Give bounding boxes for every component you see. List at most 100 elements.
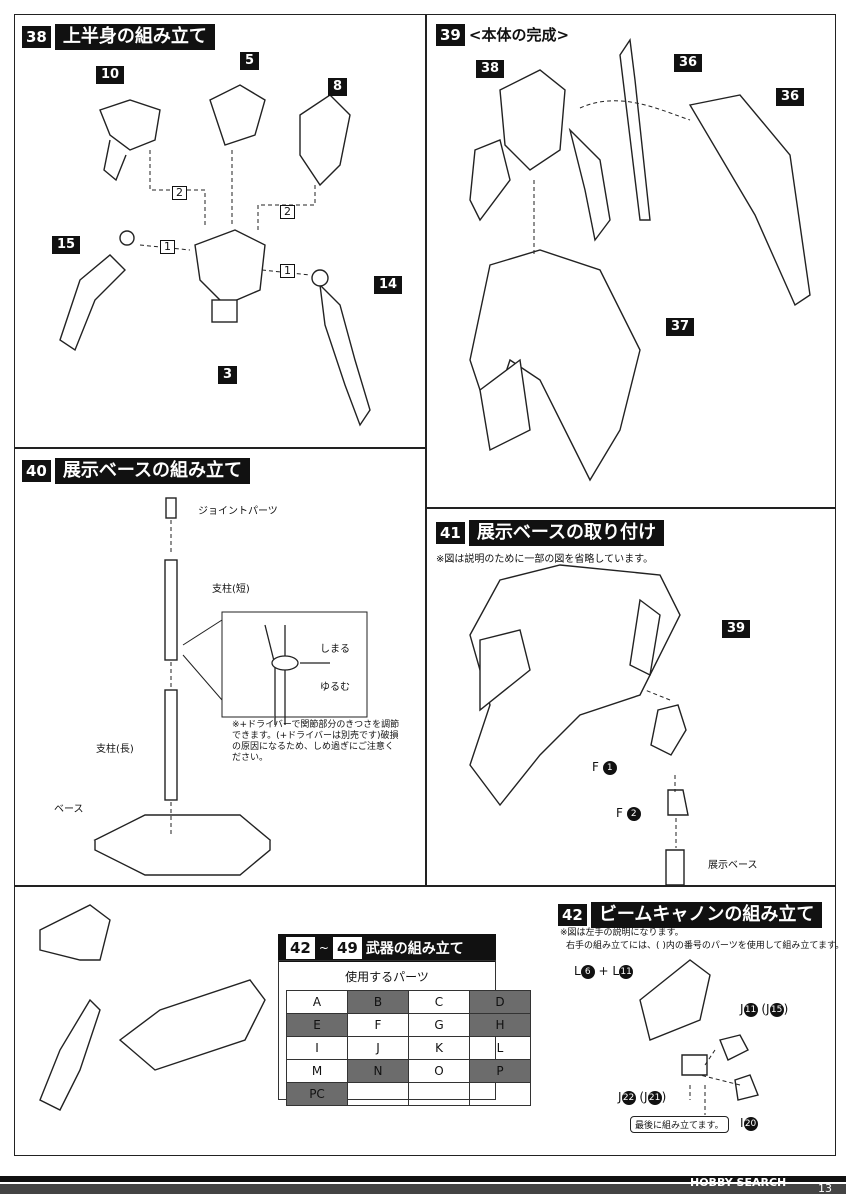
part-i20-label: I20 xyxy=(740,1116,758,1131)
weapons-title: 武器の組み立て xyxy=(365,941,464,957)
part-number: 11 xyxy=(743,1002,758,1017)
part-callout: 10 xyxy=(96,66,125,84)
step-title: <本体の完成> xyxy=(468,26,570,44)
step-42-header: 42 ビームキャノンの組み立て xyxy=(558,902,823,928)
part-callout: 14 xyxy=(374,276,403,294)
assemble-last-note: 最後に組み立てます。 xyxy=(630,1116,729,1133)
step-order-badge: 2 xyxy=(280,205,295,219)
hobby-search-watermark: HOBBY SEARCH xyxy=(690,1176,787,1189)
part-callout: 8 xyxy=(328,78,348,96)
base-label: ベース xyxy=(54,804,84,815)
range-start: 42 xyxy=(286,937,315,959)
part-letter: J xyxy=(740,1002,744,1016)
step-41-panel xyxy=(426,508,836,886)
part-letter: F xyxy=(616,806,623,820)
parts-table-cell: M xyxy=(286,1059,348,1083)
step-40-header: 40 展示ベースの組み立て xyxy=(22,458,250,484)
parts-table-cell: E xyxy=(286,1013,348,1037)
part-callout: 5 xyxy=(240,52,260,70)
short-pole-label: 支柱(短) xyxy=(212,584,250,595)
parts-table-cell: L xyxy=(469,1036,531,1060)
step-number: 40 xyxy=(22,460,51,482)
parts-table-cell: C xyxy=(408,990,470,1014)
step-title: ビームキャノンの組み立て xyxy=(590,902,823,928)
step-number: 39 xyxy=(436,24,465,46)
parts-table-cell: H xyxy=(469,1013,531,1037)
parts-table-cell xyxy=(408,1082,470,1106)
part-number: 22 xyxy=(621,1090,636,1105)
joint-part-label: ジョイントパーツ xyxy=(198,506,278,517)
parts-table-cell: G xyxy=(408,1013,470,1037)
parts-table-cell: PC xyxy=(286,1082,348,1106)
parts-table-cell: O xyxy=(408,1059,470,1083)
part-number: 11 xyxy=(619,964,634,979)
part-f2-label: F 2 xyxy=(616,806,641,821)
part-letter: ) xyxy=(661,1090,667,1104)
part-letter: (J xyxy=(639,1090,648,1104)
step-number: 42 xyxy=(558,904,587,926)
part-number: 6 xyxy=(580,964,595,979)
part-number: 1 xyxy=(602,760,617,775)
weapons-panel xyxy=(14,886,836,1156)
part-letter: F xyxy=(592,760,599,774)
parts-table-cell: F xyxy=(347,1013,409,1037)
part-letter: J xyxy=(618,1090,622,1104)
parts-table-row: PC xyxy=(286,1082,531,1106)
parts-table-cell: N xyxy=(347,1059,409,1083)
part-callout: 38 xyxy=(476,60,505,78)
step-39-panel xyxy=(426,14,836,508)
part-letter: (J xyxy=(761,1002,770,1016)
part-letter: I xyxy=(740,1116,744,1130)
long-pole-label: 支柱(長) xyxy=(96,744,134,755)
part-number: 20 xyxy=(743,1116,758,1131)
loosen-label: ゆるむ xyxy=(320,682,350,693)
step-38-panel xyxy=(14,14,426,448)
parts-table-cell: I xyxy=(286,1036,348,1060)
part-callout: 36 xyxy=(776,88,805,106)
range-end: 49 xyxy=(332,937,362,959)
step-title: 展示ベースの取り付け xyxy=(468,520,664,546)
part-callout: 37 xyxy=(666,318,695,336)
step-title: 上半身の組み立て xyxy=(54,24,215,50)
parts-table-cell: B xyxy=(347,990,409,1014)
range-tilde: ~ xyxy=(318,941,329,955)
parts-table-cell: D xyxy=(469,990,531,1014)
part-callout: 3 xyxy=(218,366,238,384)
step-38-header: 38 上半身の組み立て xyxy=(22,24,215,50)
left-hand-note: ※図は左手の説明になります。 xyxy=(560,928,684,938)
step-title: 展示ベースの組み立て xyxy=(54,458,250,484)
step-order-badge: 1 xyxy=(160,240,175,254)
parts-table-cell: J xyxy=(347,1036,409,1060)
part-j11-j15-label: J11 (J15) xyxy=(740,1002,788,1017)
part-number: 21 xyxy=(647,1090,662,1105)
tighten-label: しまる xyxy=(320,644,350,655)
weapons-header: 42 ~ 49 武器の組み立て xyxy=(278,934,496,962)
part-j22-j21-label: J22 (J21) xyxy=(618,1090,666,1105)
part-letter: + L xyxy=(598,964,620,978)
parts-table-cell: P xyxy=(469,1059,531,1083)
parts-table-cell xyxy=(469,1082,531,1106)
right-hand-note: 右手の組み立てには、( )内の番号のパーツを使用して組み立てます。 xyxy=(566,941,845,951)
part-callout: 15 xyxy=(52,236,81,254)
step-41-header: 41 展示ベースの取り付け xyxy=(436,520,664,546)
screwdriver-note: ※+ドライバーで関節部分のきつさを調節できます。(+ドライバーは別売です)破損の… xyxy=(232,720,400,763)
part-callout: 36 xyxy=(674,54,703,72)
part-callout: 39 xyxy=(722,620,751,638)
part-letter: ) xyxy=(783,1002,789,1016)
step-order-badge: 1 xyxy=(280,264,295,278)
omission-note: ※図は説明のために一部の図を省略しています。 xyxy=(436,554,654,565)
step-40-panel xyxy=(14,448,426,886)
part-number: 15 xyxy=(769,1002,784,1017)
part-letter: L xyxy=(574,964,581,978)
part-number: 2 xyxy=(626,806,641,821)
parts-table-cell: K xyxy=(408,1036,470,1060)
page-number: 13 xyxy=(818,1182,832,1195)
part-f1-label: F 1 xyxy=(592,760,617,775)
